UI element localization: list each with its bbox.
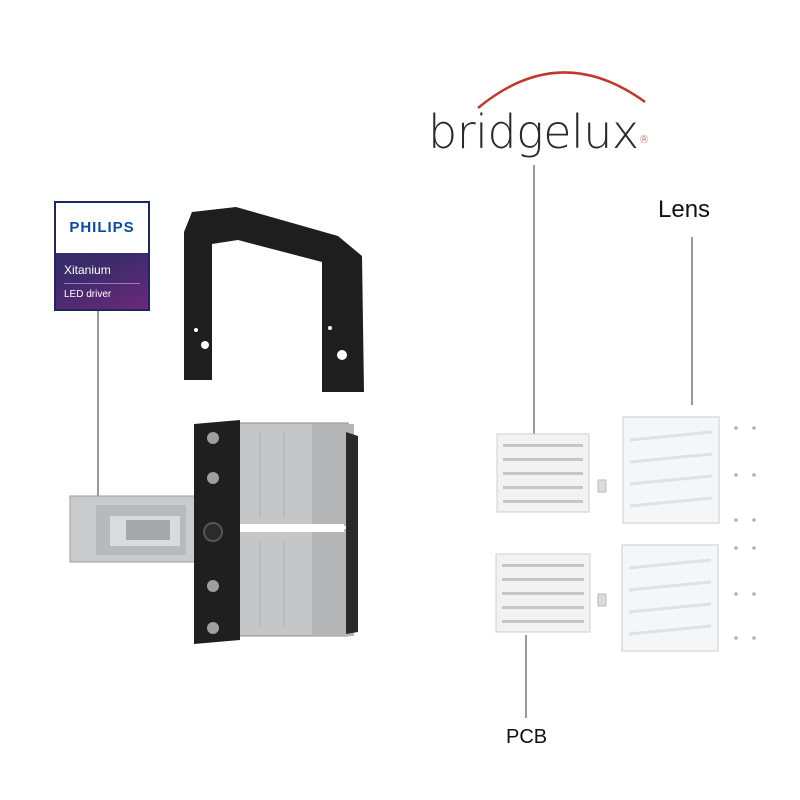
connector-top <box>597 479 607 493</box>
badge-brand: PHILIPS <box>69 219 135 236</box>
luminaire-housing <box>194 420 358 644</box>
brand-registered-mark: ® <box>638 133 650 146</box>
lens-screws <box>734 426 756 640</box>
connector-bottom <box>597 593 607 607</box>
badge-product-type: LED driver <box>64 289 112 300</box>
brand-arc <box>477 71 646 109</box>
driver-housing <box>69 495 197 563</box>
pcb-top <box>496 433 590 513</box>
lens-bottom <box>621 544 719 652</box>
mounting-bracket <box>184 207 364 392</box>
lens-top <box>622 416 720 524</box>
pcb-bottom <box>495 553 591 633</box>
lens-label: Lens <box>658 196 711 223</box>
badge-divider <box>64 283 140 284</box>
philips-driver-badge: PHILIPS Xitanium LED driver <box>54 201 150 311</box>
bridgelux-logo: bridgelux® <box>428 105 650 159</box>
badge-product-line: Xitanium <box>64 263 111 277</box>
brand-text: bridgelux <box>428 105 639 159</box>
pcb-label: PCB <box>506 726 548 748</box>
badge-top-panel <box>56 203 148 253</box>
